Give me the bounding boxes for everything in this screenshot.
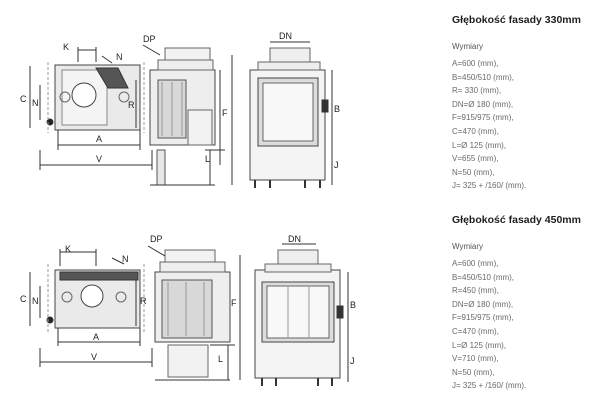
top-view	[29, 249, 153, 367]
spec-l: L=Ø 125 (mm),	[452, 140, 507, 150]
top-view	[29, 47, 153, 170]
label-b: B	[350, 300, 356, 310]
spec-dn: DN=Ø 180 (mm),	[452, 299, 514, 309]
label-dp: DP	[150, 234, 163, 244]
label-f: F	[222, 108, 228, 118]
spec-v: V=710 (mm),	[452, 354, 499, 364]
label-l: L	[218, 354, 223, 364]
label-n: N	[122, 254, 129, 264]
side-view	[147, 245, 241, 381]
spec-n: N=50 (mm),	[452, 367, 495, 377]
label-dn: DN	[288, 234, 301, 244]
specs-panel-330: Głębokość fasady 330mm Wymiary A=600 (mm…	[452, 14, 598, 193]
label-a: A	[93, 332, 99, 342]
spec-r: R= 330 (mm),	[452, 86, 502, 96]
label-l: L	[205, 154, 210, 164]
spec-f: F=915/975 (mm),	[452, 313, 514, 323]
spec-j: J= 325 + /160/ (mm).	[452, 381, 527, 391]
spec-r: R=450 (mm),	[452, 286, 499, 296]
label-b: B	[334, 104, 340, 114]
spec-l: L=Ø 125 (mm),	[452, 340, 507, 350]
spec-f: F=915/975 (mm),	[452, 113, 514, 123]
variant-title: Głębokość fasady 450mm	[452, 214, 581, 226]
label-c: C	[20, 294, 27, 304]
technical-drawing-450: K N C N R A V DP F L	[0, 200, 440, 401]
label-j: J	[350, 356, 355, 366]
label-dp: DP	[143, 34, 156, 44]
spec-c: C=470 (mm),	[452, 126, 499, 136]
spec-b: B=450/510 (mm),	[452, 72, 515, 82]
spec-a: A=600 (mm),	[452, 259, 499, 268]
label-j: J	[334, 160, 339, 170]
dimensions-list: A=600 (mm), B=450/510 (mm), R=450 (mm), …	[452, 257, 598, 393]
spec-dn: DN=Ø 180 (mm),	[452, 99, 514, 109]
spec-a: A=600 (mm),	[452, 59, 499, 68]
label-f: F	[231, 298, 237, 308]
label-v: V	[91, 352, 97, 362]
label-k: K	[63, 42, 69, 52]
label-r: R	[140, 296, 147, 306]
label-n-side: N	[32, 98, 39, 108]
spec-c: C=470 (mm),	[452, 326, 499, 336]
variant-title: Głębokość fasady 330mm	[452, 14, 581, 26]
dimensions-heading: Wymiary	[452, 242, 484, 251]
spec-j: J= 325 + /160/ (mm).	[452, 181, 527, 191]
front-view	[254, 243, 349, 386]
spec-n: N=50 (mm),	[452, 167, 495, 177]
side-view	[142, 44, 233, 186]
label-n-side: N	[32, 296, 39, 306]
front-view	[249, 41, 333, 188]
spec-b: B=450/510 (mm),	[452, 272, 515, 282]
dimensions-heading: Wymiary	[452, 42, 484, 51]
dimensions-list: A=600 (mm), B=450/510 (mm), R= 330 (mm),…	[452, 57, 598, 193]
specs-panel-450: Głębokość fasady 450mm Wymiary A=600 (mm…	[452, 214, 598, 393]
technical-drawing-330: K N C N R A V DP F L	[0, 0, 440, 200]
label-v: V	[96, 154, 102, 164]
label-n: N	[116, 52, 123, 62]
label-r: R	[128, 100, 135, 110]
label-k: K	[65, 244, 71, 254]
drawing-svg-330: K N C N R A V DP F L	[20, 31, 340, 188]
drawing-svg-450: K N C N R A V DP F L	[20, 234, 356, 386]
label-c: C	[20, 94, 27, 104]
spec-v: V=655 (mm),	[452, 154, 499, 164]
label-dn: DN	[279, 31, 292, 41]
label-a: A	[96, 134, 102, 144]
